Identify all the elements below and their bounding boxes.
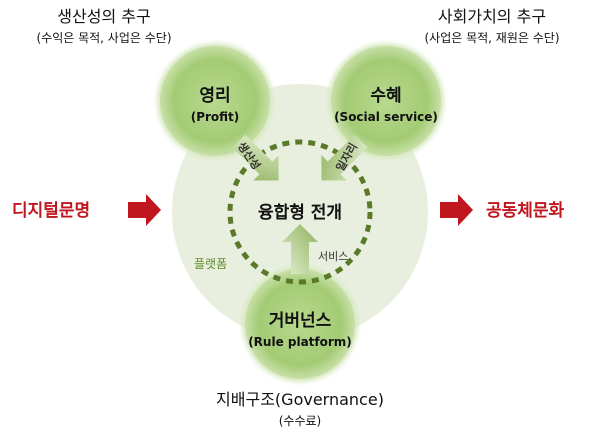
bottom-subtitle: (수수료): [279, 414, 321, 428]
social-subtitle: (Social service): [334, 110, 438, 124]
governance-subtitle: (Rule platform): [248, 335, 352, 349]
social-arrow: [321, 134, 368, 181]
social-title: 수혜: [370, 86, 401, 106]
governance-arrow: [282, 224, 318, 274]
governance-arrow-label: 서비스: [318, 250, 348, 263]
right-red-arrow: [440, 194, 473, 226]
top-left-title: 생산성의 추구: [57, 7, 150, 26]
dashed-ring: [227, 139, 373, 285]
governance-circle: [245, 269, 355, 379]
right-side-label: 공동체문화: [486, 201, 565, 221]
governance-title: 거버넌스: [269, 311, 332, 331]
center-label: 융합형 전개: [258, 202, 342, 223]
profit-circle: [160, 46, 270, 156]
top-right-title: 사회가치의 추구: [438, 7, 546, 26]
profit-arrow: [232, 134, 279, 181]
left-side-label: 디지털문명: [12, 201, 90, 221]
profit-title: 영리: [199, 86, 230, 106]
social-circle: [331, 46, 441, 156]
left-red-arrow: [128, 194, 161, 226]
profit-subtitle: (Profit): [191, 110, 240, 124]
platform-label: 플랫폼: [194, 257, 227, 271]
top-left-subtitle: (수익은 목적, 사업은 수단): [36, 31, 171, 45]
top-right-subtitle: (사업은 목적, 재원은 수단): [424, 31, 559, 45]
bottom-title: 지배구조(Governance): [216, 390, 384, 409]
